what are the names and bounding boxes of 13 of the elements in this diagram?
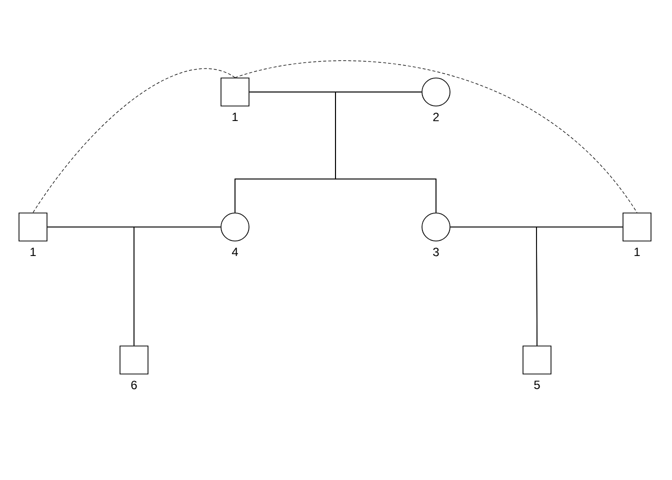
id-label: 6 <box>131 380 137 390</box>
id-label: 5 <box>534 380 540 390</box>
pedigree-line <box>335 92 436 213</box>
dashed-link <box>234 60 638 213</box>
dashed-link <box>32 68 236 213</box>
id-label: 1 <box>232 112 238 121</box>
id-label: 1 <box>634 248 640 256</box>
id-label: 4 <box>232 248 238 256</box>
id-label: 2 <box>433 112 439 122</box>
pedigree-line <box>134 226 221 346</box>
id-label: 3 <box>433 248 439 256</box>
id-label: 1 <box>30 248 36 256</box>
pedigree-line <box>536 226 623 346</box>
